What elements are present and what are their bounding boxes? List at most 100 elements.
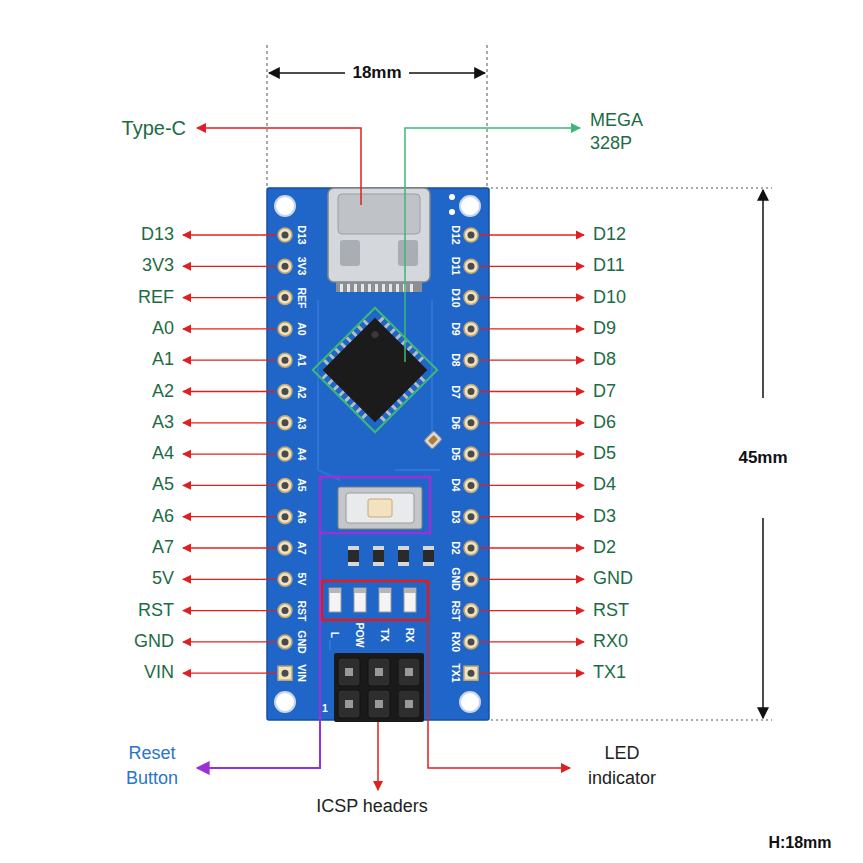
pin-pad	[464, 635, 478, 649]
pin-name: D3	[593, 506, 616, 528]
highlight-box	[322, 581, 428, 620]
leader-line	[183, 579, 276, 580]
silkscreen-label: A1	[297, 353, 308, 366]
pin-pad	[464, 291, 478, 305]
silkscreen-label: D3	[451, 510, 462, 523]
pin-name: A2	[152, 381, 174, 403]
pin-hole	[282, 294, 289, 301]
silkscreen-label: RX	[405, 628, 416, 643]
silkscreen-label: RX0	[451, 632, 462, 652]
pin-name: TX1	[593, 662, 626, 684]
silkscreen-label: GND	[297, 630, 308, 653]
silkscreen-label: RST	[297, 600, 308, 621]
silkscreen-label: A7	[297, 541, 308, 554]
pin-pad	[278, 510, 292, 524]
silkscreen-label: D9	[451, 322, 462, 335]
leader-line	[480, 297, 584, 298]
pin-hole	[282, 232, 289, 239]
pin-pad	[464, 322, 478, 336]
pin-pad	[278, 385, 292, 399]
pin-pad	[464, 478, 478, 492]
usb-c-shell	[338, 194, 420, 234]
leader-line	[480, 516, 584, 517]
pin-pad	[278, 353, 292, 367]
pin-name: D9	[593, 318, 616, 340]
dimension-label: 18mm	[352, 63, 401, 83]
leader-line	[480, 360, 584, 361]
dimension-arrow	[269, 72, 345, 74]
pin-hole	[282, 545, 289, 552]
pin-hole	[282, 513, 289, 520]
pin-name: RST	[138, 600, 174, 622]
crystal	[428, 435, 438, 445]
pin-hole	[468, 638, 475, 645]
smd-leds	[329, 588, 416, 612]
silkscreen-label: D13	[297, 225, 308, 244]
pin-name: A5	[152, 475, 174, 497]
pin-pad	[464, 385, 478, 399]
pin-hole	[468, 263, 475, 270]
pin-name: RX0	[593, 631, 628, 653]
pin-hole	[468, 232, 475, 239]
pin-pad	[464, 478, 478, 492]
dimension-note: H:18mm	[768, 833, 831, 852]
silkscreen-label: GND	[451, 568, 462, 591]
pin-pad	[278, 572, 292, 586]
silkscreen-label: L	[330, 632, 341, 638]
leader-line	[197, 533, 320, 768]
pin-name: REF	[138, 287, 174, 309]
pin-name: 3V3	[142, 256, 174, 278]
mcu-chip	[314, 309, 436, 431]
pin-hole	[468, 607, 475, 614]
pin-hole	[282, 451, 289, 458]
icsp-header	[334, 653, 424, 722]
pin-hole	[282, 357, 289, 364]
pin-pad	[464, 666, 478, 680]
chip-body	[323, 318, 428, 423]
pin-pad	[464, 353, 478, 367]
smd-resistor	[348, 546, 434, 566]
leader-line	[183, 641, 276, 642]
pin-name: D10	[593, 287, 626, 309]
icsp-pins	[338, 658, 420, 718]
silkscreen-label: RST	[451, 600, 462, 621]
callout-label: Type-C	[122, 116, 186, 140]
pin-name: A6	[152, 506, 174, 528]
pin-pad	[464, 322, 478, 336]
leader-line	[183, 266, 276, 267]
reset-button	[368, 499, 392, 517]
crystal	[424, 431, 442, 449]
silkscreen-label: D11	[451, 257, 462, 276]
dimension-guide	[267, 45, 268, 186]
leader-line	[183, 234, 276, 235]
pin-pad	[464, 447, 478, 461]
leader-line	[480, 328, 584, 329]
pin-name: D7	[593, 381, 616, 403]
reset-button	[346, 493, 414, 523]
mounting-hole	[275, 196, 295, 216]
leader-line	[480, 485, 584, 486]
silkscreen-label: A5	[297, 479, 308, 492]
pin-hole	[282, 607, 289, 614]
pin-pad	[278, 259, 292, 273]
pin-pad	[278, 416, 292, 430]
pin-hole	[468, 294, 475, 301]
pin-pad	[464, 416, 478, 430]
via	[449, 194, 455, 200]
leader-line	[183, 485, 276, 486]
dimension-label: 45mm	[738, 448, 787, 468]
pin-name: A1	[152, 349, 174, 371]
pin-pad	[278, 353, 292, 367]
pin-pad	[278, 259, 292, 273]
smd-resistors	[348, 546, 434, 566]
pin-pad	[464, 385, 478, 399]
pin-pad	[278, 322, 292, 336]
leader-line	[183, 360, 276, 361]
silkscreen-label: POW	[355, 622, 366, 647]
dimension-arrow	[762, 190, 764, 398]
pin-pad	[464, 572, 478, 586]
pin-hole	[468, 325, 475, 332]
leader-line	[480, 547, 584, 548]
